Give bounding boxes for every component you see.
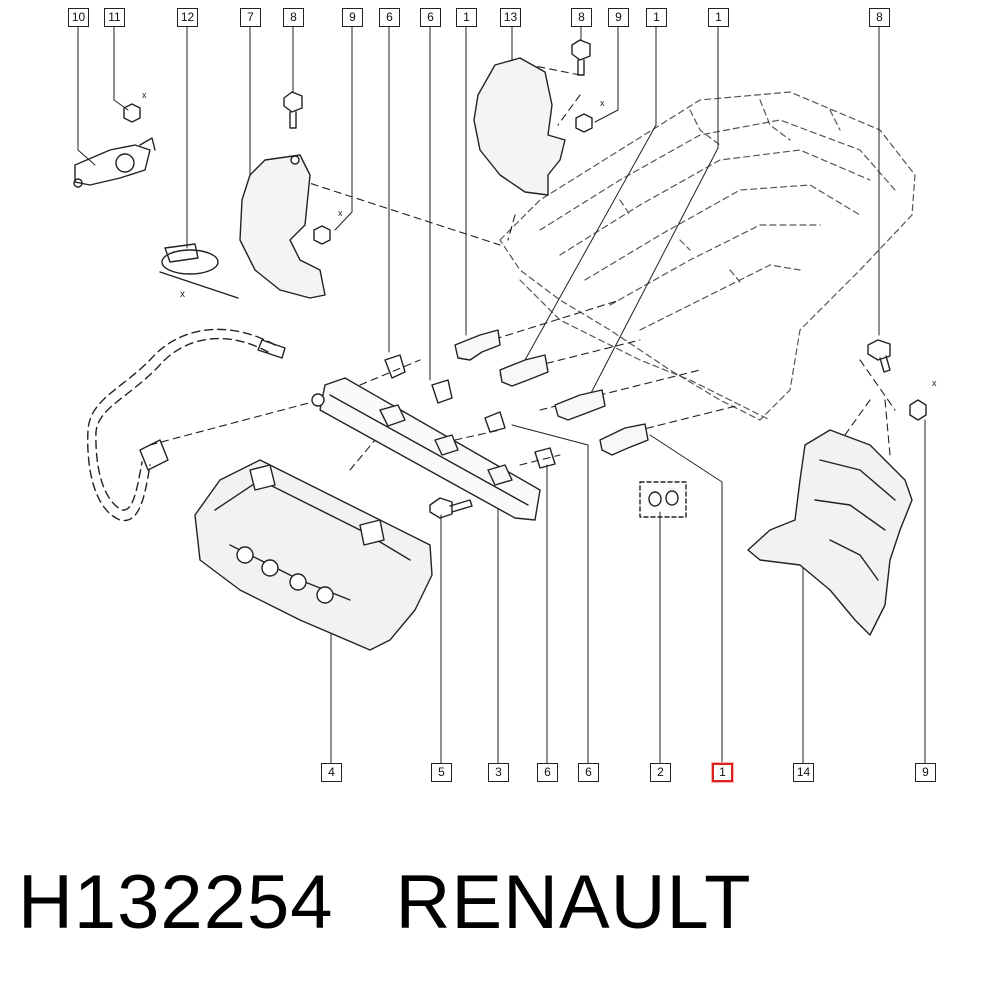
- callout-5: 5: [431, 763, 452, 782]
- nut-9-right: x: [909, 378, 937, 421]
- callout-3: 3: [488, 763, 509, 782]
- callout-13: 13: [500, 8, 521, 27]
- nut-9: x: [313, 208, 343, 245]
- svg-text:x: x: [932, 378, 937, 388]
- part-number: H132254: [18, 860, 334, 945]
- injector-clip: [384, 354, 556, 469]
- callout-11: 11: [104, 8, 125, 27]
- callout-6: 6: [379, 8, 400, 27]
- hose-end-fitting: [139, 339, 286, 471]
- svg-text:x: x: [180, 289, 185, 300]
- fuel-rail: [311, 377, 541, 521]
- callout-1: 1: [456, 8, 477, 27]
- exploded-parts-diagram: x x x x: [73, 25, 937, 764]
- callout-9: 9: [608, 8, 629, 27]
- brand-name: RENAULT: [395, 860, 752, 945]
- intake-manifold: [499, 91, 916, 421]
- vacuum-hose: [87, 328, 276, 522]
- heat-shield-14: [747, 429, 913, 636]
- caption: H132254 RENAULT: [18, 858, 752, 948]
- svg-text:x: x: [338, 208, 343, 218]
- svg-text:x: x: [142, 90, 147, 100]
- o-ring-seals: [639, 481, 687, 518]
- callout-14: 14: [793, 763, 814, 782]
- bolt-8-mid: x: [571, 39, 605, 133]
- bolt-5: [429, 497, 473, 519]
- bolt-8-top: [283, 91, 303, 129]
- callout-10: 10: [68, 8, 89, 27]
- bolt-8-right: [867, 339, 891, 373]
- callout-1: 1: [646, 8, 667, 27]
- fuel-injector: [454, 329, 649, 456]
- heat-shield-13: [473, 57, 566, 196]
- callout-8: 8: [869, 8, 890, 27]
- engine-cover: [194, 459, 433, 651]
- callout-6: 6: [578, 763, 599, 782]
- callout-6: 6: [420, 8, 441, 27]
- nut-11: x: [123, 90, 147, 123]
- callout-1: 1: [708, 8, 729, 27]
- callout-9: 9: [915, 763, 936, 782]
- callout-9: 9: [342, 8, 363, 27]
- callout-8: 8: [283, 8, 304, 27]
- fuel-pressure-regulator: [73, 137, 156, 188]
- callout-12: 12: [177, 8, 198, 27]
- callout-7: 7: [240, 8, 261, 27]
- callout-4: 4: [321, 763, 342, 782]
- hose-clamp: x: [159, 243, 239, 300]
- callout-1-highlighted: 1: [712, 763, 733, 782]
- svg-text:x: x: [600, 98, 605, 108]
- callout-2: 2: [650, 763, 671, 782]
- callout-6: 6: [537, 763, 558, 782]
- callout-8: 8: [571, 8, 592, 27]
- heat-shield-7: [239, 154, 326, 299]
